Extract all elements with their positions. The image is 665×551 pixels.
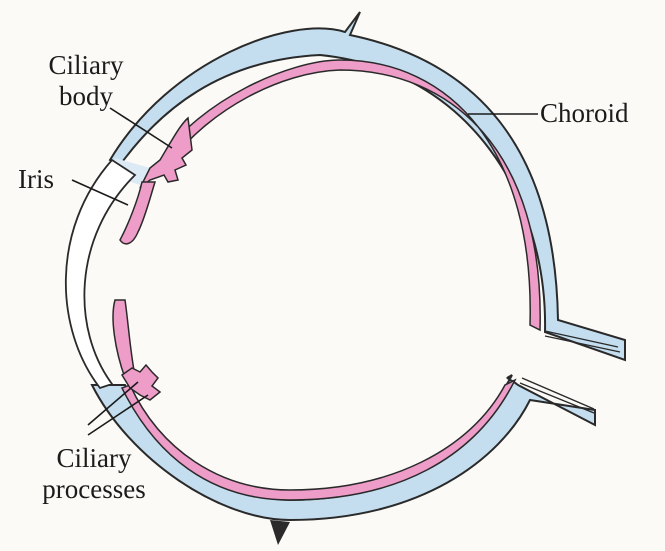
- ciliary-body-label: Ciliary body: [36, 52, 136, 110]
- ciliary-processes-line1: Ciliary: [24, 445, 164, 472]
- ciliary-processes-label: Ciliary processes: [24, 445, 164, 503]
- lower-fragment: [270, 520, 290, 545]
- ciliary-body-line2: body: [36, 83, 136, 110]
- iris-label: Iris: [18, 166, 54, 193]
- choroid-upper: [160, 60, 540, 330]
- choroid-label: Choroid: [540, 100, 629, 127]
- ciliary-body-line1: Ciliary: [36, 52, 136, 79]
- iris-upper: [120, 182, 155, 244]
- iris-lower: [113, 300, 135, 378]
- ciliary-processes-line2: processes: [24, 476, 164, 503]
